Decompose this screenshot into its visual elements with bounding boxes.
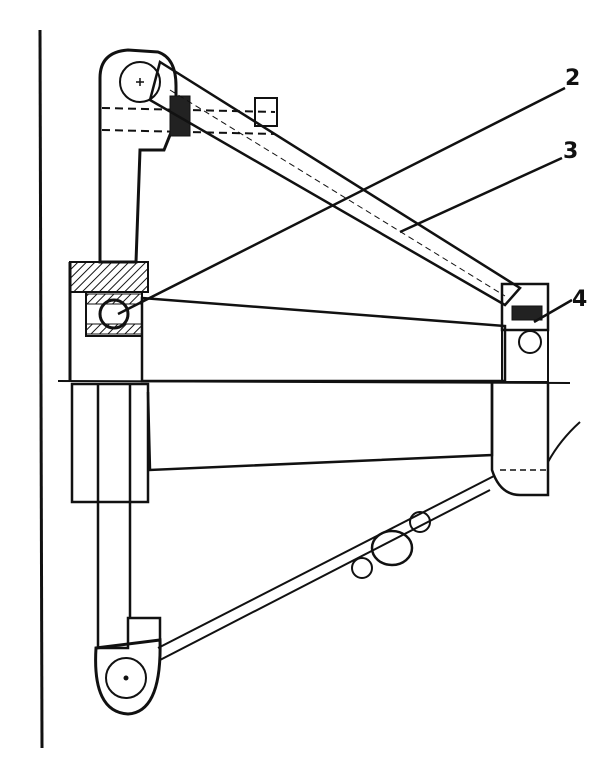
leader-line-4 [533, 298, 573, 324]
leader-line-3 [399, 156, 563, 234]
lower-vertical-arm [96, 384, 162, 650]
callout-label-4: 4 [572, 287, 587, 312]
lower-pivot-eye [94, 638, 162, 716]
mounting-wall-line [38, 29, 44, 749]
callout-label-2: 2 [565, 66, 580, 91]
tapered-shaft-lower [70, 382, 581, 504]
callout-label-3: 3 [563, 139, 578, 164]
lower-tension-rod [157, 475, 495, 661]
upper-bearing-housing [68, 261, 149, 382]
leader-line-2 [117, 86, 566, 316]
upper-pivot-eye [98, 48, 278, 264]
callout-leaders [117, 86, 573, 324]
right-bearing-block [500, 282, 550, 383]
upper-diagonal-strut [148, 60, 522, 307]
tapered-shaft-upper [140, 296, 507, 383]
